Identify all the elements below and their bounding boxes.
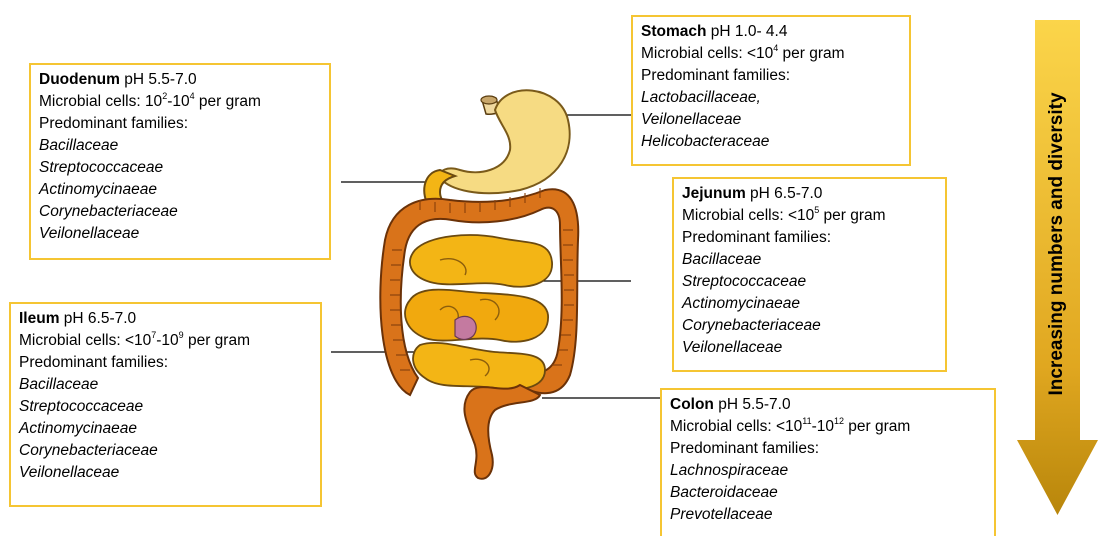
duodenum-cells-exp1: 2 bbox=[162, 91, 167, 101]
rectum-shape bbox=[464, 385, 540, 479]
duodenum-families-label: Predominant families: bbox=[39, 113, 321, 135]
jejunum-cells-exp1: 5 bbox=[814, 205, 819, 215]
jejunum-info-box: Jejunum pH 6.5-7.0 Microbial cells: <105… bbox=[672, 177, 947, 372]
stomach-family-item: Veilonellaceae bbox=[641, 109, 901, 131]
colon-family-item: Bacteroidaceae bbox=[670, 482, 986, 504]
duodenum-cells-suffix: per gram bbox=[195, 93, 261, 110]
jejunum-family-item: Actinomycinaeae bbox=[682, 293, 937, 315]
jejunum-heading: Jejunum pH 6.5-7.0 bbox=[682, 183, 937, 205]
jejunum-family-item: Veilonellaceae bbox=[682, 337, 937, 359]
jejunum-cells-suffix: per gram bbox=[819, 207, 885, 224]
ileum-name: Ileum bbox=[19, 310, 59, 327]
duodenum-cells: Microbial cells: 102-104 per gram bbox=[39, 91, 321, 113]
duodenum-family-item: Actinomycinaeae bbox=[39, 179, 321, 201]
duodenum-name: Duodenum bbox=[39, 71, 120, 88]
ileum-family-item: Veilonellaceae bbox=[19, 462, 312, 484]
duodenum-cells-prefix: Microbial cells: 10 bbox=[39, 93, 162, 110]
colon-heading: Colon pH 5.5-7.0 bbox=[670, 394, 986, 416]
duodenum-ph: pH 5.5-7.0 bbox=[120, 71, 197, 88]
stomach-cells-prefix: Microbial cells: <10 bbox=[641, 45, 773, 62]
ileum-cells-exp1: 7 bbox=[151, 330, 156, 340]
colon-cells-exp1: 11 bbox=[802, 416, 811, 426]
colon-family-item: Prevotellaceae bbox=[670, 504, 986, 526]
duodenum-cells-mid: -10 bbox=[167, 93, 189, 110]
jejunum-name: Jejunum bbox=[682, 185, 746, 202]
jejunum-ph: pH 6.5-7.0 bbox=[746, 185, 823, 202]
colon-cells-mid: -10 bbox=[812, 418, 834, 435]
stomach-info-box: Stomach pH 1.0- 4.4 Microbial cells: <10… bbox=[631, 15, 911, 166]
ileum-family-item: Corynebacteriaceae bbox=[19, 440, 312, 462]
ileum-family-item: Streptococcaceae bbox=[19, 396, 312, 418]
duodenum-family-item: Bacillaceae bbox=[39, 135, 321, 157]
stomach-family-item: Helicobacteraceae bbox=[641, 131, 901, 153]
stomach-families-label: Predominant families: bbox=[641, 65, 901, 87]
ileum-cells: Microbial cells: <107-109 per gram bbox=[19, 330, 312, 352]
stomach-name: Stomach bbox=[641, 23, 706, 40]
ileum-cells-suffix: per gram bbox=[184, 332, 250, 349]
digestive-tract-illustration bbox=[330, 80, 640, 480]
stomach-family-item: Lactobacillaceae, bbox=[641, 87, 901, 109]
colon-cells: Microbial cells: <1011-1012 per gram bbox=[670, 416, 986, 438]
colon-ph: pH 5.5-7.0 bbox=[714, 396, 791, 413]
jejunum-families-label: Predominant families: bbox=[682, 227, 937, 249]
duodenum-family-item: Streptococcaceae bbox=[39, 157, 321, 179]
ileum-cells-prefix: Microbial cells: <10 bbox=[19, 332, 151, 349]
jejunum-family-item: Corynebacteriaceae bbox=[682, 315, 937, 337]
duodenum-heading: Duodenum pH 5.5-7.0 bbox=[39, 69, 321, 91]
ileum-cells-exp2: 9 bbox=[179, 330, 184, 340]
ileum-families-label: Predominant families: bbox=[19, 352, 312, 374]
small-intestine bbox=[405, 235, 552, 389]
colon-name: Colon bbox=[670, 396, 714, 413]
arrow-label: Increasing numbers and diversity bbox=[1046, 92, 1068, 395]
colon-family-item: Lachnospiraceae bbox=[670, 460, 986, 482]
stomach-cells-suffix: per gram bbox=[778, 45, 844, 62]
stomach-shape bbox=[440, 90, 570, 193]
ileum-cells-mid: -10 bbox=[156, 332, 178, 349]
stomach-ph: pH 1.0- 4.4 bbox=[706, 23, 787, 40]
ileum-info-box: Ileum pH 6.5-7.0 Microbial cells: <107-1… bbox=[9, 302, 322, 507]
jejunum-cells: Microbial cells: <105 per gram bbox=[682, 205, 937, 227]
duodenum-cells-exp2: 4 bbox=[190, 91, 195, 101]
duodenum-info-box: Duodenum pH 5.5-7.0 Microbial cells: 102… bbox=[29, 63, 331, 260]
jejunum-family-item: Bacillaceae bbox=[682, 249, 937, 271]
stomach-cells: Microbial cells: <104 per gram bbox=[641, 43, 901, 65]
jejunum-cells-prefix: Microbial cells: <10 bbox=[682, 207, 814, 224]
ileum-family-item: Actinomycinaeae bbox=[19, 418, 312, 440]
colon-cells-prefix: Microbial cells: <10 bbox=[670, 418, 802, 435]
colon-cells-suffix: per gram bbox=[844, 418, 910, 435]
jejunum-family-item: Streptococcaceae bbox=[682, 271, 937, 293]
ileum-heading: Ileum pH 6.5-7.0 bbox=[19, 308, 312, 330]
colon-info-box: Colon pH 5.5-7.0 Microbial cells: <1011-… bbox=[660, 388, 996, 536]
stomach-heading: Stomach pH 1.0- 4.4 bbox=[641, 21, 901, 43]
colon-cells-exp2: 12 bbox=[834, 416, 844, 426]
ileum-ph: pH 6.5-7.0 bbox=[59, 310, 136, 327]
stomach-cells-exp1: 4 bbox=[773, 43, 778, 53]
duodenum-family-item: Corynebacteriaceae bbox=[39, 201, 321, 223]
duodenum-family-item: Veilonellaceae bbox=[39, 223, 321, 245]
ileum-family-item: Bacillaceae bbox=[19, 374, 312, 396]
colon-families-label: Predominant families: bbox=[670, 438, 986, 460]
